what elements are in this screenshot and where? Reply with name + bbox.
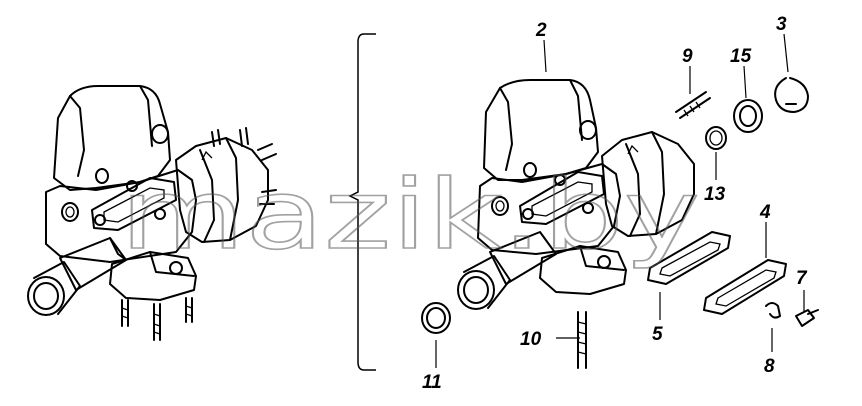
leader-lines: [435, 33, 805, 368]
part-label-2: 2: [535, 20, 547, 41]
exploded-unit: [421, 77, 819, 369]
group-bracket: [348, 33, 376, 371]
part-label-5: 5: [652, 324, 663, 345]
part-label-8: 8: [764, 356, 775, 377]
part-label-7: 7: [796, 268, 808, 289]
part-label-15: 15: [730, 46, 752, 67]
part-label-11: 11: [422, 372, 442, 393]
part-label-3: 3: [776, 14, 787, 35]
part-label-9: 9: [682, 46, 693, 67]
part-label-10: 10: [520, 329, 542, 350]
assembled-unit: [27, 85, 277, 341]
part-label-13: 13: [704, 184, 726, 205]
part-labels: 2 3 4 5 7 8 9 10 11 13 15: [422, 14, 808, 393]
watermark: mazik.by: [120, 159, 700, 271]
part-label-4: 4: [759, 202, 771, 223]
